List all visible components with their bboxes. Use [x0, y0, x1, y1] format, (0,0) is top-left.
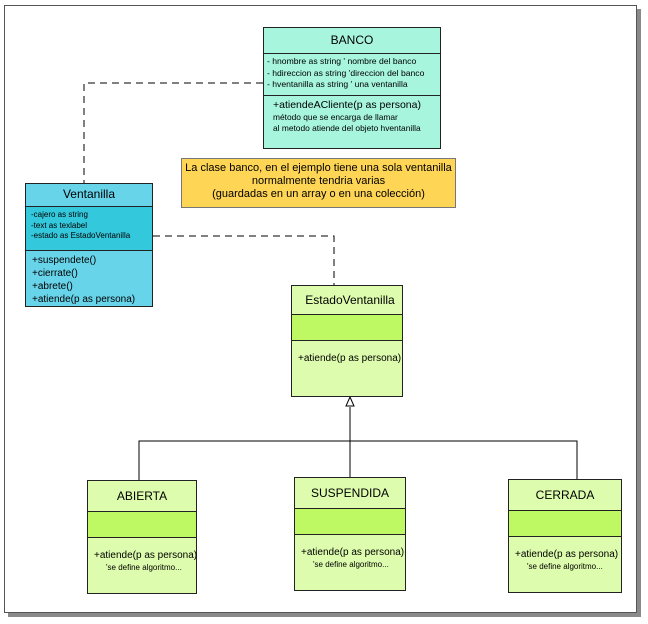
operation: +atiende(p as persona) [298, 353, 402, 364]
operation: +atiendeACliente(p as persona) [273, 99, 421, 111]
attribute: - hnombre as string ' nombre del banco [267, 56, 417, 66]
operation-description: 'se define algoritmo... [527, 562, 603, 571]
class-operations: +suspendete() +cierrate() +abrete() +ati… [26, 250, 152, 309]
attribute: -estado as EstadoVentanilla [31, 231, 131, 240]
ventanilla-estado-link [153, 235, 335, 285]
class-attributes: -cajero as string -text as texlabel -est… [26, 206, 152, 250]
inheritance-branch [138, 440, 578, 480]
attribute: - hventanilla as string ' una ventanilla [267, 79, 408, 89]
class-operations: +atiende(p as persona) 'se define algori… [88, 537, 198, 585]
class-attributes [292, 314, 402, 340]
class-title: ABIERTA [116, 489, 168, 503]
class-cerrada[interactable]: CERRADA +atiende(p as persona) 'se defin… [508, 479, 622, 593]
class-attributes: - hnombre as string ' nombre del banco -… [264, 53, 440, 95]
class-abierta[interactable]: ABIERTA +atiende(p as persona) 'se defin… [87, 480, 197, 594]
operation: +atiende(p as persona) [515, 549, 619, 560]
class-title: SUSPENDIDA [310, 486, 390, 500]
class-title: EstadoVentanilla [305, 293, 395, 307]
attribute: -cajero as string [31, 210, 88, 219]
class-estado-ventanilla[interactable]: EstadoVentanilla +atiende(p as persona) [291, 285, 403, 397]
operation: +atiende(p as persona) [301, 547, 405, 558]
operation: +suspendete() [32, 255, 97, 266]
class-attributes [88, 511, 196, 537]
class-title: CERRADA [535, 488, 595, 502]
class-operations: +atiende(p as persona) [292, 340, 402, 376]
class-operations: +atiende(p as persona) 'se define algori… [509, 536, 621, 584]
class-operations: +atiende(p as persona) 'se define algori… [295, 534, 405, 582]
operation: +atiende(p as persona) [32, 294, 136, 305]
inheritance-arrowhead [345, 395, 355, 407]
class-attributes [509, 510, 621, 536]
class-attributes [295, 508, 405, 534]
class-suspendida[interactable]: SUSPENDIDA +atiende(p as persona) 'se de… [294, 477, 406, 591]
class-ventanilla[interactable]: Ventanilla -cajero as string -text as te… [25, 183, 153, 307]
operation: +atiende(p as persona) [94, 550, 198, 561]
operation-description: 'se define algoritmo... [106, 563, 182, 572]
class-banco[interactable]: BANCO - hnombre as string ' nombre del b… [263, 27, 441, 149]
note-line: La clase banco, en el ejemplo tiene una … [185, 162, 452, 174]
attribute: - hdireccion as string 'direccion del ba… [267, 67, 425, 78]
operation-description: 'se define algoritmo... [313, 560, 389, 569]
operation: +abrete() [32, 281, 73, 292]
class-title: Ventanilla [62, 187, 116, 201]
note-line: normalmente tendria varias [251, 175, 386, 187]
banco-ventanilla-link [83, 82, 263, 183]
operation: +cierrate() [32, 268, 78, 279]
attribute: -text as texlabel [31, 220, 88, 230]
operation-description: método que se encarga de llamar [273, 112, 398, 122]
operation-description: al metodo atiende del objeto hventanilla [273, 123, 421, 133]
class-operations: +atiendeACliente(p as persona) método qu… [264, 95, 440, 137]
note-line: (guardadas en un array o en una colecció… [212, 188, 425, 200]
class-title: BANCO [330, 33, 374, 47]
note[interactable]: La clase banco, en el ejemplo tiene una … [181, 158, 456, 208]
